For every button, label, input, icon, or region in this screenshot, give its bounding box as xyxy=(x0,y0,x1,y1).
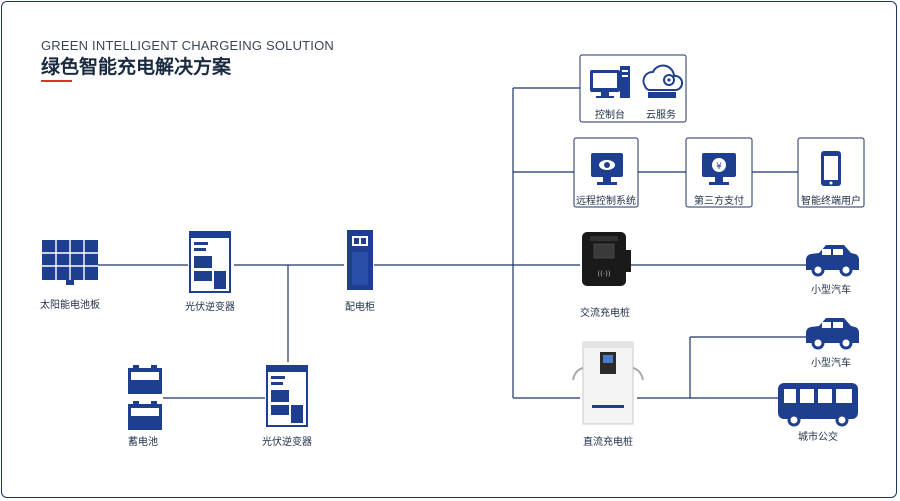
console-icon xyxy=(590,66,630,98)
label-cloud-service: 云服务 xyxy=(646,110,676,121)
label-console: 控制台 xyxy=(595,110,625,121)
battery-icon xyxy=(128,365,162,430)
remote-control-icon xyxy=(591,153,623,185)
label-remote-control: 远程控制系统 xyxy=(576,196,636,207)
dc-charger-icon xyxy=(572,341,644,425)
label-ac-charger: 交流充电桩 xyxy=(580,308,630,319)
ac-charger-icon: ((·)) xyxy=(582,232,631,286)
smartphone-icon xyxy=(821,151,841,186)
small-car-2-icon xyxy=(806,318,859,350)
label-smart-terminal-user: 智能终端用户 xyxy=(801,196,861,207)
svg-text:¥: ¥ xyxy=(716,162,722,172)
label-pv-inverter-bottom: 光伏逆变器 xyxy=(262,437,312,448)
label-battery: 蓄电池 xyxy=(128,437,158,448)
label-third-party-payment: 第三方支付 xyxy=(694,196,744,207)
label-pv-inverter-top: 光伏逆变器 xyxy=(185,302,235,313)
title-chinese: 绿色智能充电解决方案 xyxy=(41,56,232,78)
label-small-car-1: 小型汽车 xyxy=(811,285,851,296)
label-dc-charger: 直流充电桩 xyxy=(583,437,633,448)
city-bus-icon xyxy=(778,383,858,427)
payment-icon: ¥ xyxy=(702,153,736,185)
svg-text:((·)): ((·)) xyxy=(597,270,610,278)
title-accent-bar xyxy=(41,80,72,82)
title-english: GREEN INTELLIGENT CHARGEING SOLUTION xyxy=(41,38,335,53)
pv-inverter-top-icon xyxy=(189,231,231,293)
small-car-1-icon xyxy=(806,245,859,277)
label-solar-panel: 太阳能电池板 xyxy=(40,300,100,311)
label-city-bus: 城市公交 xyxy=(798,432,838,443)
pv-inverter-bottom-icon xyxy=(266,365,308,427)
connector-lines xyxy=(98,87,806,399)
label-small-car-2: 小型汽车 xyxy=(811,358,851,369)
label-distribution-cabinet: 配电柜 xyxy=(345,302,375,313)
distribution-cabinet-icon xyxy=(347,230,373,290)
solar-panel-icon xyxy=(42,240,98,285)
cloud-service-icon xyxy=(642,64,684,98)
